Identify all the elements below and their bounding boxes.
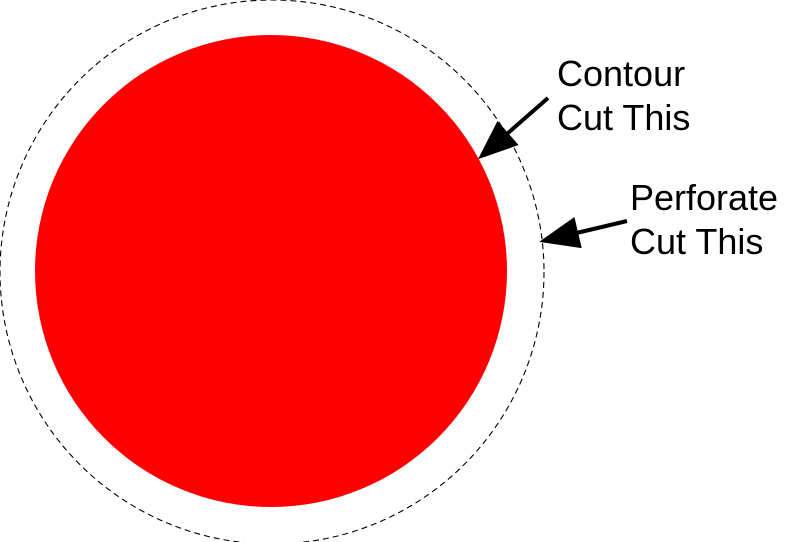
contour-cut-label: Contour Cut This: [557, 52, 690, 140]
contour-label-line-1: Contour: [557, 53, 686, 94]
contour-circle: [35, 35, 507, 507]
perforate-cut-label: Perforate Cut This: [630, 176, 778, 264]
perforate-label-line-2: Cut This: [630, 221, 764, 262]
contour-arrow: [477, 96, 550, 160]
contour-label-line-2: Cut This: [557, 97, 691, 138]
perforation-circle: [0, 0, 545, 542]
perforate-arrow: [539, 217, 628, 249]
perforate-label-line-1: Perforate: [630, 177, 779, 218]
